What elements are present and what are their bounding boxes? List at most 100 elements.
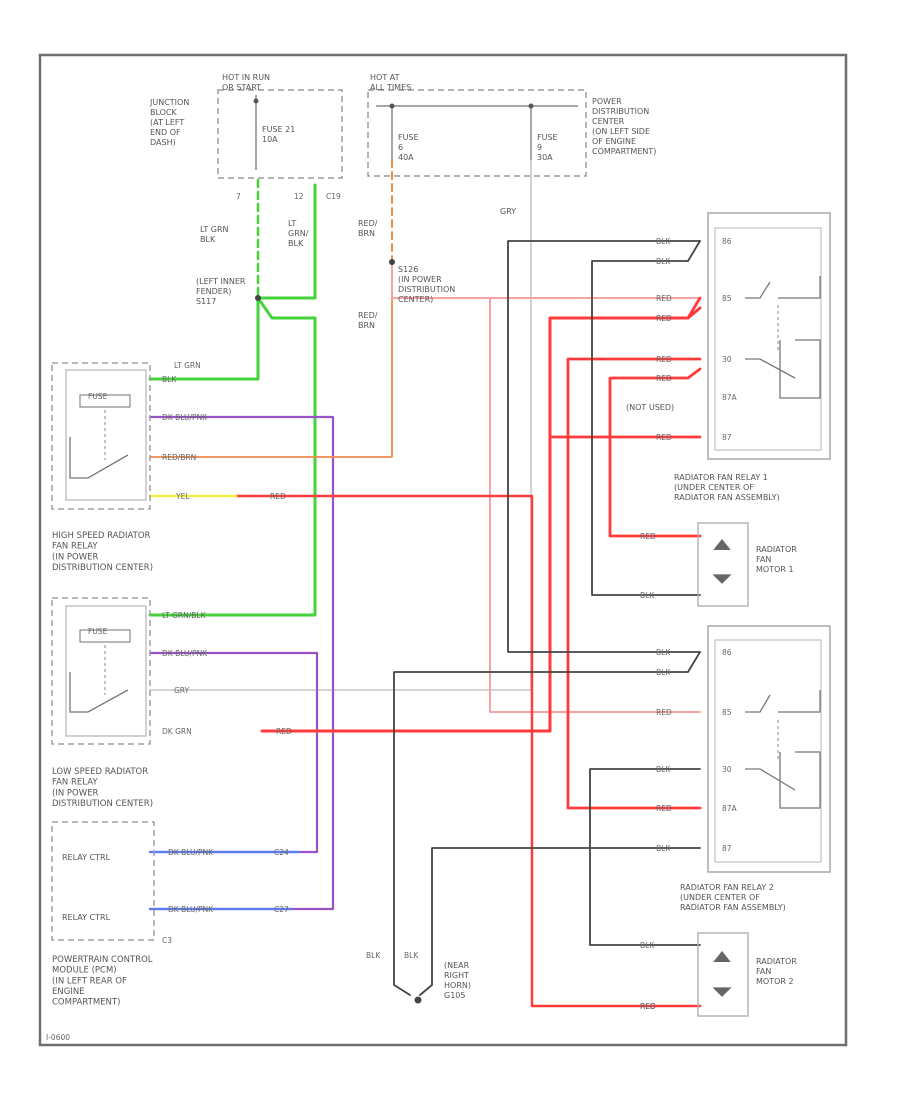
label-relay-ctrl-2: RELAY CTRL <box>62 913 111 922</box>
r2-blk-1: BLK <box>656 648 671 657</box>
ground-blk-2: BLK <box>404 951 419 960</box>
fan-relay-1-switch-a <box>745 276 821 299</box>
wire-red-ls-87 <box>260 306 702 733</box>
label-wire-red-brn-1: RED/BRN <box>358 219 378 238</box>
motor-1-outline <box>697 522 749 607</box>
pcm-c3: C3 <box>162 936 172 945</box>
r2-pin-87a: 87A <box>722 804 738 813</box>
r2-pin-86: 86 <box>722 648 732 657</box>
fan-relay-2-switch-a <box>745 690 821 713</box>
r2-blk-2: BLK <box>656 668 671 677</box>
fan-relay-1-inner <box>714 227 822 451</box>
r1-pin-86: 86 <box>722 237 732 246</box>
wire-blk-r2-87 <box>419 847 701 996</box>
r2-blk-3: BLK <box>656 765 671 774</box>
pcm <box>51 821 155 941</box>
m2-blk: BLK <box>640 941 655 950</box>
pcm-c27: C27 <box>274 905 289 914</box>
figure-id: I-0600 <box>46 1033 70 1042</box>
hs-relay-inner <box>65 369 147 501</box>
r1-red-5: RED <box>656 433 672 442</box>
r2-red-2: RED <box>656 804 672 813</box>
ls-pin-dkblu: DK BLU/PNK <box>162 649 208 658</box>
splice-points <box>255 259 422 1004</box>
wire-pink-s126 <box>391 261 701 713</box>
fan-relay-2-inner <box>714 639 822 863</box>
ground-blk-1: BLK <box>366 951 381 960</box>
fan-motor-2 <box>697 932 749 1017</box>
pin-12: 12 <box>294 192 304 201</box>
ls-relay-coil <box>79 629 131 643</box>
r2-red-3: RED <box>640 1002 656 1011</box>
wire-red-hs-87 <box>234 494 702 1008</box>
ls-pin-ltgrnblk: LT GRN/BLK <box>162 611 207 620</box>
wire-dk-blu-pnk-ls <box>148 651 319 854</box>
hs-pin-redbrn: RED/BRN <box>162 453 196 462</box>
pcm-pin-2: DK BLU/PNK <box>168 905 214 914</box>
wire-blk-r2-85 <box>589 768 701 946</box>
ls-pin-gry: GRY <box>174 686 190 695</box>
motor-2-outline <box>697 932 749 1017</box>
wire-lt-grn-blk-c19 <box>256 183 317 300</box>
label-not-used: (NOT USED) <box>626 403 674 412</box>
fan-relay-2-outline <box>707 625 831 873</box>
label-wire-red-brn-2: RED/BRN <box>358 311 378 330</box>
ls-relay-inner <box>65 605 147 737</box>
pcm-outline <box>51 821 155 941</box>
r1-pin-87: 87 <box>722 433 732 442</box>
hs-relay-switch <box>69 437 129 479</box>
r2-pin-87: 87 <box>722 844 732 853</box>
hs-fuse-word: FUSE <box>88 392 108 401</box>
fan-relay-1-outline <box>707 212 831 460</box>
r1-blk-2: BLK <box>656 257 671 266</box>
wire-blk-r2-86 <box>393 651 701 996</box>
r2-red-1: RED <box>656 708 672 717</box>
high-speed-relay <box>51 362 151 510</box>
hs-relay-outline <box>51 362 151 510</box>
r1-red-4: RED <box>656 374 672 383</box>
hs-pin-blk: BLK <box>162 375 177 384</box>
r1-pin-87a: 87A <box>722 393 738 402</box>
splice-s117 <box>255 295 261 301</box>
r2-blk-4: BLK <box>656 844 671 853</box>
wire-blk-r1-86 <box>507 240 701 653</box>
wires <box>148 159 702 1008</box>
fan-relay-1-switch-b <box>745 339 821 399</box>
wire-red-r1-30 <box>566 357 702 810</box>
motor-1-symbol <box>712 538 732 584</box>
pin-7: 7 <box>236 192 241 201</box>
m2-red: RED <box>640 1002 656 1011</box>
ls-relay-outline <box>51 597 151 745</box>
label-relay-ctrl-1: RELAY CTRL <box>62 853 111 862</box>
pcm-c24: C24 <box>274 848 289 857</box>
ls-fuse-word: FUSE <box>88 627 108 636</box>
m1-red: RED <box>640 532 656 541</box>
junction-block-dot <box>253 98 259 104</box>
wire-red-brn-hs <box>149 261 393 458</box>
ls-pin-dkgrn: DK GRN <box>162 727 192 736</box>
hs-relay-coil <box>79 394 131 408</box>
wire-red-r1-87a <box>566 296 702 320</box>
hs-pin-dkblu: DK BLU/PNK <box>162 413 208 422</box>
pdc-dot-2 <box>528 103 534 109</box>
label-wire-gry: GRY <box>500 207 516 216</box>
hs-pin-red: RED <box>270 492 286 501</box>
m1-blk: BLK <box>640 591 655 600</box>
pcm-pin-1: DK BLU/PNK <box>168 848 214 857</box>
pdc-top-outline <box>367 89 587 177</box>
